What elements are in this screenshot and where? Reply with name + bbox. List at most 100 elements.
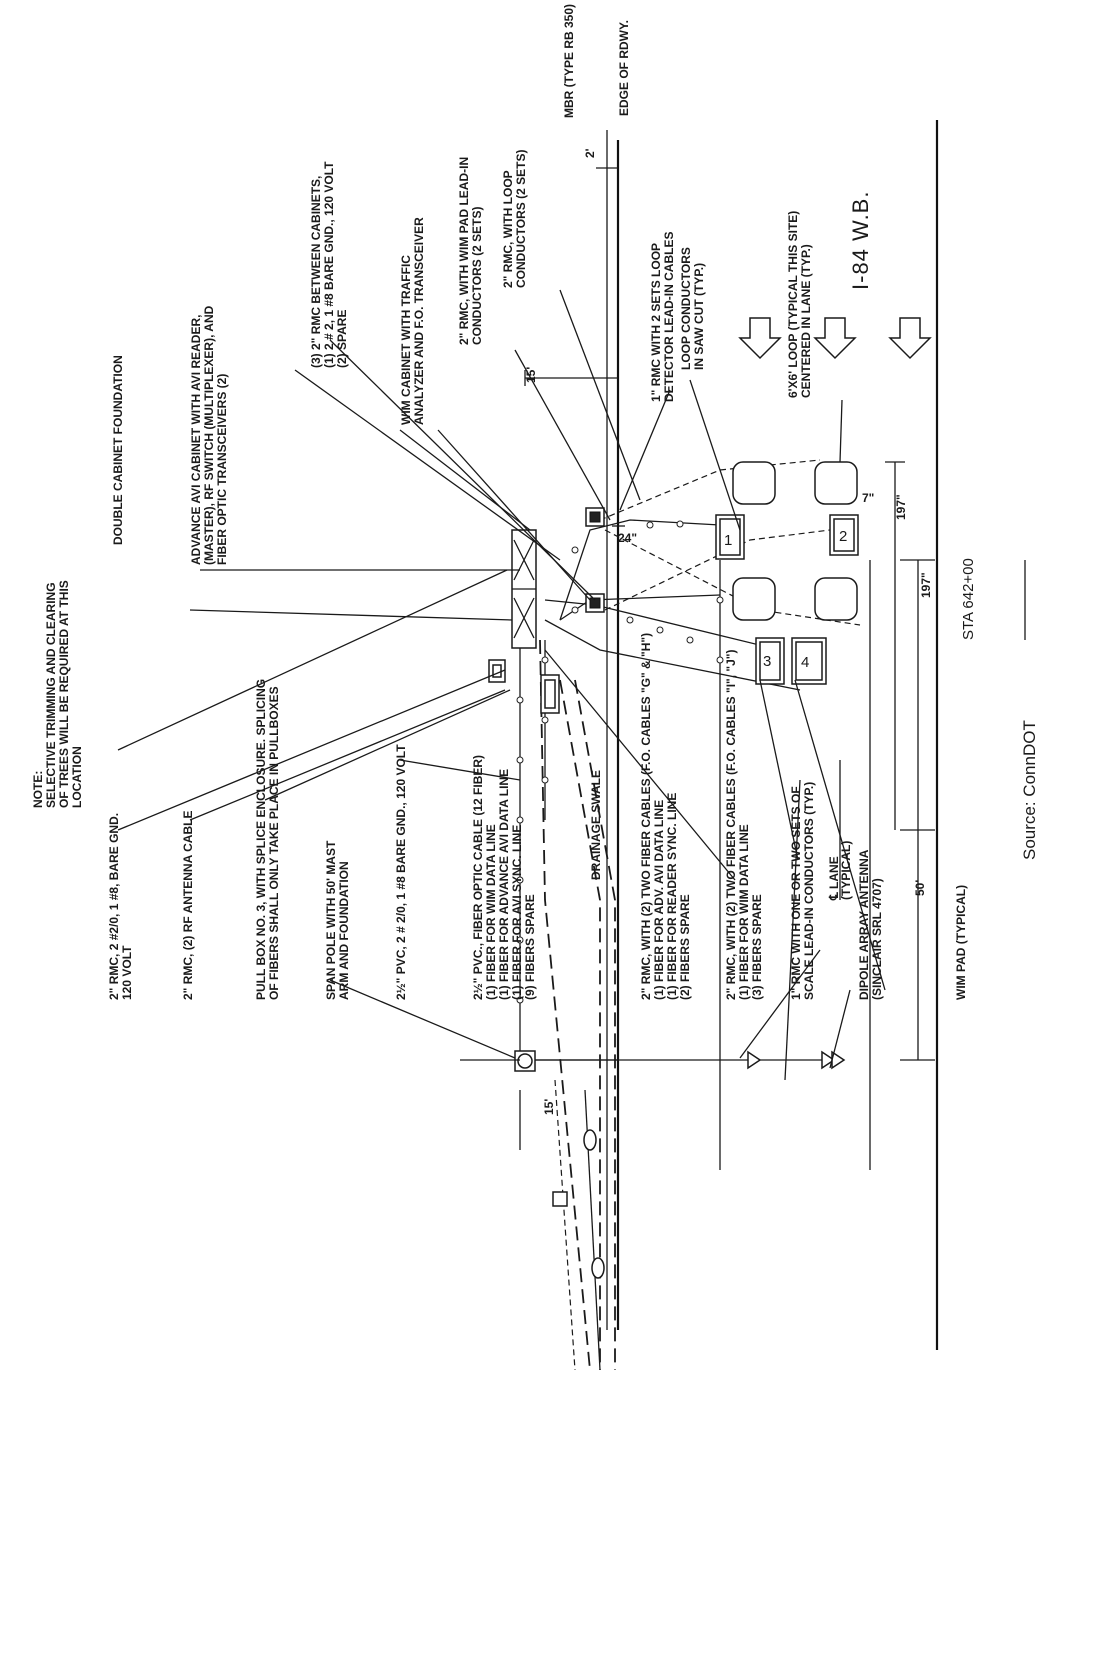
conduit-runs: [519, 459, 861, 1371]
svg-text:2" RMC, WITH (2) TWO FIBER CAB: 2" RMC, WITH (2) TWO FIBER CABLES (F.O. …: [639, 633, 653, 1000]
label-rf-antenna: 2" RMC, (2) RF ANTENNA CABLE: [181, 811, 195, 1000]
svg-text:(1) FIBER FOR READER SYNC. LIN: (1) FIBER FOR READER SYNC. LINE: [665, 793, 679, 1000]
arrow-lane-1: [738, 317, 782, 360]
svg-text:(1) FIBER FOR ADV. AVI DATA LI: (1) FIBER FOR ADV. AVI DATA LINE: [652, 800, 666, 1000]
drainage-swale: DRAINAGE SWALE: [539, 639, 616, 1371]
dim-24in: 24": [618, 531, 637, 545]
label-span-pole: SPAN POLE WITH 50' MAST ARM AND FOUNDATI…: [324, 840, 351, 1000]
wim-pad-3-number: 3: [763, 653, 771, 670]
dim-197in-b: 197": [919, 572, 933, 598]
label-wim-cabinet: WIM CABINET WITH TRAFFIC ANALYZER AND F.…: [399, 217, 426, 425]
detector-cabinets: [585, 507, 605, 613]
svg-text:SPAN POLE WITH 50' MAST: SPAN POLE WITH 50' MAST: [324, 840, 338, 1000]
svg-text:(1) FIBER FOR ADVANCE AVI DATA: (1) FIBER FOR ADVANCE AVI DATA LINE: [497, 769, 511, 1000]
label-edge-of-roadway: EDGE OF RDWY.: [617, 20, 631, 116]
loop-lane2-upper: [814, 461, 858, 505]
source-credit: Source: ConnDOT: [1020, 720, 1039, 860]
svg-text:WIM CABINET WITH TRAFFIC: WIM CABINET WITH TRAFFIC: [399, 255, 413, 425]
double-cabinet-foundation: [511, 529, 537, 649]
label-station: STA 642+00: [960, 558, 977, 640]
svg-text:6'X6' LOOP (TYPICAL THIS SITE): 6'X6' LOOP (TYPICAL THIS SITE): [786, 211, 800, 398]
svg-text:2½" PVC., FIBER OPTIC CABLE (1: 2½" PVC., FIBER OPTIC CABLE (12 FIBER): [471, 755, 485, 1000]
dimension-lines: [519, 167, 1026, 1150]
note-line-3: LOCATION: [70, 746, 84, 808]
svg-text:1" RMC WITH 2 SETS LOOP: 1" RMC WITH 2 SETS LOOP: [649, 243, 663, 402]
svg-text:(2) SPARE: (2) SPARE: [335, 310, 349, 368]
wim-pad-4-number: 4: [801, 654, 809, 671]
svg-text:2" RMC, WITH LOOP: 2" RMC, WITH LOOP: [501, 170, 515, 288]
svg-text:(1) 2 # 2, 1 #8 BARE GND., 120: (1) 2 # 2, 1 #8 BARE GND., 120 VOLT: [322, 161, 336, 368]
svg-text:(MASTER), RF SWITCH (MULTIPLEX: (MASTER), RF SWITCH (MULTIPLEXER), AND: [202, 305, 216, 565]
dim-2ft: 2': [583, 148, 597, 158]
label-rmc-1in-loop: 1" RMC WITH 2 SETS LOOP DETECTOR LEAD-IN…: [649, 232, 676, 402]
drainage-swale-label: DRAINAGE SWALE: [589, 770, 603, 880]
note-block: NOTE: SELECTIVE TRIMMING AND CLEARING OF…: [31, 580, 84, 808]
svg-text:2" RMC, WITH (2) TWO FIBER CAB: 2" RMC, WITH (2) TWO FIBER CABLES (F.O. …: [724, 650, 738, 1000]
label-wim-pad-typical: WIM PAD (TYPICAL): [954, 885, 968, 1000]
svg-text:(3) 2" RMC BETWEEN CABINETS,: (3) 2" RMC BETWEEN CABINETS,: [309, 176, 323, 368]
svg-text:ANALYZER AND F.O. TRANSCEIVER: ANALYZER AND F.O. TRANSCEIVER: [412, 217, 426, 425]
label-rmc-fiber-gh: 2" RMC, WITH (2) TWO FIBER CABLES (F.O. …: [639, 633, 692, 1000]
svg-text:(1) FIBER FOR WIM DATA LINE: (1) FIBER FOR WIM DATA LINE: [484, 824, 498, 1000]
dim-7in: 7": [862, 491, 874, 505]
leader-lines: [117, 289, 886, 1081]
label-pvc-fiber: 2½" PVC., FIBER OPTIC CABLE (12 FIBER) (…: [471, 755, 537, 1000]
conduit-nodes: [516, 520, 764, 1004]
wim-pads: 1 2 3 4: [715, 514, 859, 685]
dim-197in-a: 197": [894, 494, 908, 520]
label-advance-avi: ADVANCE AVI CABINET WITH AVI READER, (MA…: [189, 305, 229, 565]
svg-text:CENTERED IN LANE (TYP.): CENTERED IN LANE (TYP.): [799, 244, 813, 398]
svg-text:2" RMC, WITH WIM PAD LEAD-IN: 2" RMC, WITH WIM PAD LEAD-IN: [457, 157, 471, 345]
label-mbr: MBR (TYPE RB 350): [562, 4, 576, 118]
loop-lane1-upper: [732, 461, 776, 505]
label-pvc-volt: 2½" PVC, 2 # 2/0, 1 #8 BARE GND., 120 VO…: [394, 744, 408, 1000]
svg-text:DETECTOR LEAD-IN CABLES: DETECTOR LEAD-IN CABLES: [662, 232, 676, 402]
svg-text:(TYPICAL): (TYPICAL): [839, 841, 853, 900]
pull-boxes: [488, 659, 560, 714]
svg-text:(9) FIBERS SPARE: (9) FIBERS SPARE: [523, 894, 537, 1000]
label-loop-conductors: LOOP CONDUCTORS IN SAW CUT (TYP.): [679, 247, 706, 370]
traffic-direction-arrows: [738, 317, 932, 360]
svg-text:(3) FIBERS SPARE: (3) FIBERS SPARE: [750, 894, 764, 1000]
dim-15ft-left: 15': [542, 1099, 556, 1115]
label-lane-center: ℄ LANE (TYPICAL): [827, 841, 853, 901]
dim-15ft-top: 15': [524, 367, 538, 383]
loop-lane1-lower: [732, 577, 776, 621]
label-loop-6x6: 6'X6' LOOP (TYPICAL THIS SITE) CENTERED …: [786, 211, 813, 398]
svg-text:(1) FIBER FOR AVI SYNC. LINE: (1) FIBER FOR AVI SYNC. LINE: [510, 825, 524, 1000]
svg-text:CONDUCTORS (2 SETS): CONDUCTORS (2 SETS): [514, 150, 528, 288]
label-rmc-between: (3) 2" RMC BETWEEN CABINETS, (1) 2 # 2, …: [309, 161, 349, 368]
label-dipole-antenna: DIPOLE ARRAY ANTENNA (SINCLAIR SRL 4707): [857, 849, 884, 1000]
svg-text:(SINCLAIR SRL 4707): (SINCLAIR SRL 4707): [870, 878, 884, 1000]
svg-text:LOOP CONDUCTORS: LOOP CONDUCTORS: [679, 247, 693, 370]
svg-text:PULL BOX NO. 3, WITH SPLICE EN: PULL BOX NO. 3, WITH SPLICE ENCLOSURE. S…: [254, 679, 268, 1000]
svg-text:DIPOLE ARRAY ANTENNA: DIPOLE ARRAY ANTENNA: [857, 849, 871, 1000]
note-heading: NOTE:: [31, 771, 45, 808]
label-rmc-fiber-ij: 2" RMC, WITH (2) TWO FIBER CABLES (F.O. …: [724, 650, 764, 1000]
svg-text:IN SAW CUT (TYP.): IN SAW CUT (TYP.): [692, 263, 706, 370]
note-line-1: SELECTIVE TRIMMING AND CLEARING: [44, 582, 58, 808]
svg-text:ARM AND FOUNDATION: ARM AND FOUNDATION: [337, 861, 351, 1000]
inductive-loops: [732, 461, 858, 621]
label-rmc-2in: 2" RMC, 2 #2/0, 1 #8, BARE GND. 120 VOLT: [107, 813, 134, 1000]
loop-lane2-lower: [814, 577, 858, 621]
svg-text:CONDUCTORS (2 SETS): CONDUCTORS (2 SETS): [470, 207, 484, 345]
label-pull-box: PULL BOX NO. 3, WITH SPLICE ENCLOSURE. S…: [254, 679, 281, 1000]
dipole-antennas: [747, 1050, 846, 1070]
label-double-cabinet: DOUBLE CABINET FOUNDATION: [111, 355, 125, 545]
span-pole: [514, 1050, 605, 1279]
label-rmc-1in-scale: 1" RMC WITH ONE OR TWO SETS OF SCALE LEA…: [789, 782, 816, 1000]
label-rmc-wim-pad: 2" RMC, WITH WIM PAD LEAD-IN CONDUCTORS …: [457, 157, 484, 345]
svg-text:SCALE LEAD-IN CONDUCTORS (TYP.: SCALE LEAD-IN CONDUCTORS (TYP.): [802, 782, 816, 1000]
svg-text:1" RMC WITH ONE OR TWO SETS OF: 1" RMC WITH ONE OR TWO SETS OF: [789, 786, 803, 1000]
svg-text:℄ LANE: ℄ LANE: [827, 856, 841, 901]
wim-pad-1-number: 1: [724, 532, 732, 549]
dim-50ft: 50': [913, 880, 927, 896]
svg-text:ADVANCE AVI CABINET WITH AVI R: ADVANCE AVI CABINET WITH AVI READER,: [189, 315, 203, 565]
label-highway: I-84 W.B.: [848, 191, 873, 290]
arrow-lane-2: [813, 317, 857, 360]
svg-text:FIBER OPTIC TRANSCEIVERS (2): FIBER OPTIC TRANSCEIVERS (2): [215, 374, 229, 565]
svg-text:120 VOLT: 120 VOLT: [120, 945, 134, 1000]
